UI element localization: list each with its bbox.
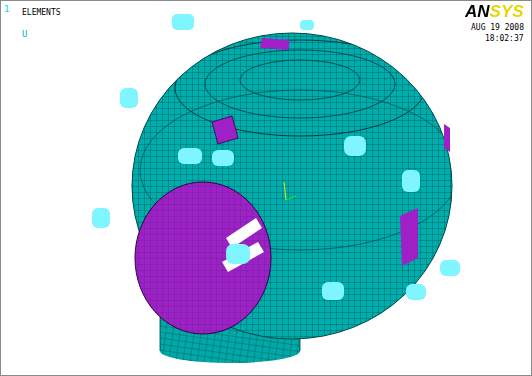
plot-type: ELEMENTS — [22, 9, 61, 17]
plot-time: 18:02:37 — [485, 35, 524, 43]
contact-spots — [92, 14, 460, 300]
triad — [284, 182, 296, 200]
patches — [130, 38, 450, 340]
sphere-shell — [120, 30, 460, 350]
ansys-logo: ANSYS — [465, 3, 524, 20]
plot-date: AUG 19 2008 — [471, 24, 524, 32]
window-number: 1 — [4, 5, 9, 14]
display-flag: U — [22, 30, 27, 39]
